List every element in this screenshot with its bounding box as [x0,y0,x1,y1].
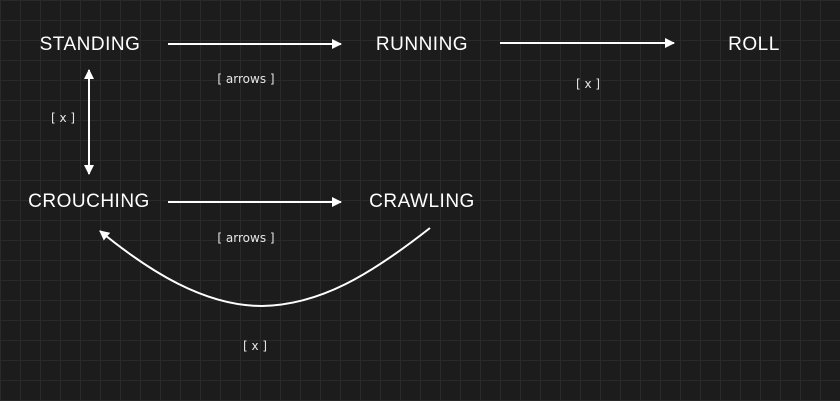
edge-crawling-crouching [99,227,431,308]
label-crouching-crawling: [ arrows ] [217,231,275,245]
node-running: RUNNING [375,34,469,55]
label-crawling-crouching: [ x ] [242,339,268,353]
label-standing-crouching: [ x ] [50,111,76,125]
node-crawling: CRAWLING [369,191,475,212]
node-standing: STANDING [39,34,141,55]
label-standing-running: [ arrows ] [217,72,275,86]
node-roll: ROLL [728,34,780,55]
node-crouching: CROUCHING [28,191,150,212]
label-running-roll: [ x ] [575,77,601,91]
